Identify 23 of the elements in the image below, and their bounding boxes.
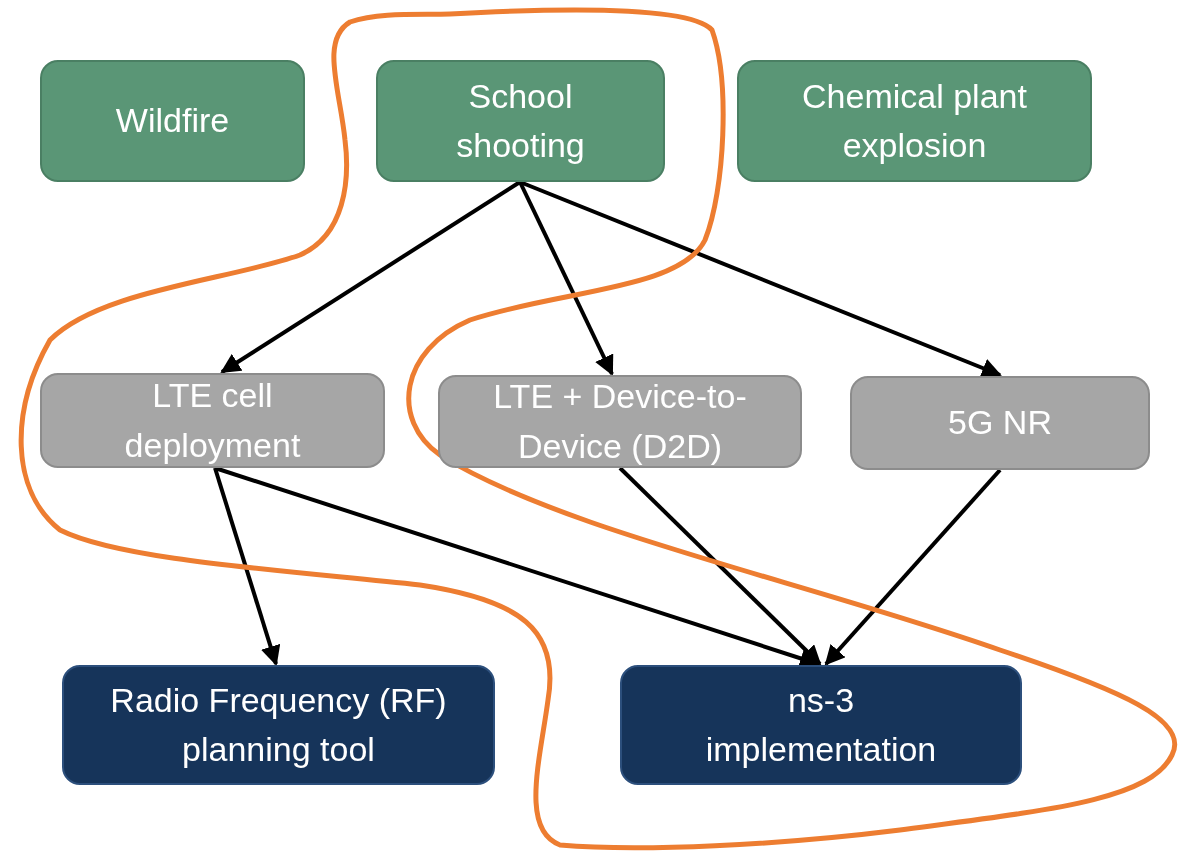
event-box bbox=[40, 60, 305, 182]
node-label: Chemical plant explosion bbox=[801, 75, 1028, 166]
arrow bbox=[824, 468, 1002, 666]
tool-box bbox=[620, 665, 1022, 785]
technology-box bbox=[40, 373, 385, 468]
node-label: LTE + Device-to-Device (D2D) bbox=[492, 376, 748, 467]
arrow bbox=[213, 467, 281, 666]
arrow bbox=[220, 180, 522, 374]
arrow bbox=[618, 466, 822, 666]
node-label: Radio Frequency (RF) planning tool bbox=[109, 679, 448, 770]
arrow bbox=[518, 181, 614, 376]
event-box bbox=[376, 60, 665, 182]
technology-box bbox=[438, 375, 802, 468]
arrow bbox=[214, 466, 820, 668]
node-label: 5G NR bbox=[948, 402, 1052, 444]
node-label: ns-3 implementation bbox=[704, 679, 938, 770]
node-label: School shooting bbox=[455, 75, 586, 166]
technology-box bbox=[850, 376, 1150, 470]
arrow bbox=[519, 180, 1002, 378]
tool-box bbox=[62, 665, 495, 785]
node-label: Wildfire bbox=[115, 100, 230, 142]
node-label: LTE cell deployment bbox=[123, 375, 302, 466]
event-box bbox=[737, 60, 1092, 182]
